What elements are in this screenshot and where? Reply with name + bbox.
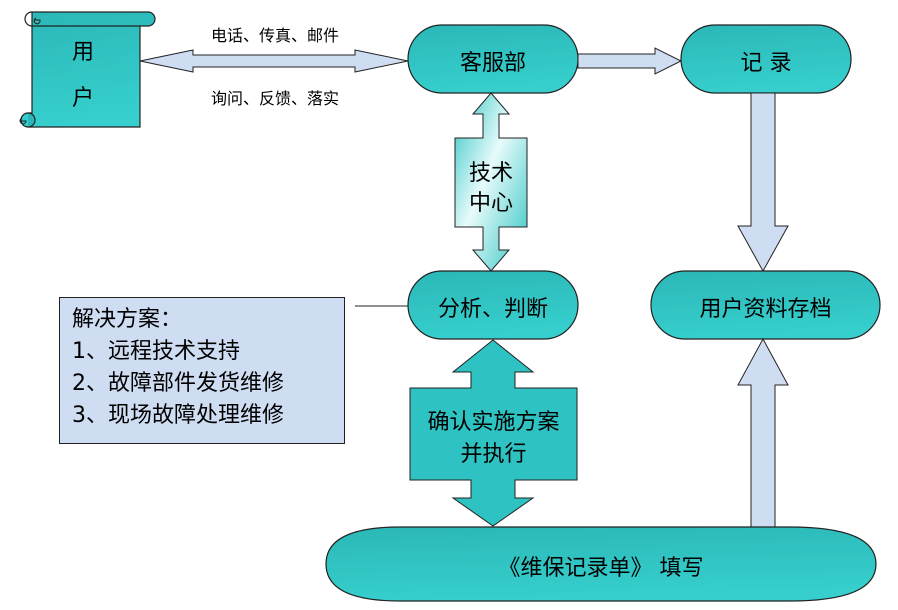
user-cs-top-label: 电话、传真、邮件 bbox=[210, 26, 339, 45]
analysis-node-shape bbox=[407, 270, 579, 340]
user-node-char-1: 用 bbox=[71, 40, 94, 65]
user-cs-double-arrow bbox=[139, 49, 409, 73]
execute-line-1: 确认实施方案 bbox=[427, 410, 560, 435]
record-node: 记 录 bbox=[740, 51, 792, 76]
solution-box: 解决方案： 1、远程技术支持 2、故障部件发货维修 3、现场故障处理维修 bbox=[59, 297, 345, 444]
tech-center-line-2: 中心 bbox=[468, 191, 513, 216]
solution-item: 1、远程技术支持 bbox=[72, 339, 240, 364]
cs-to-record-arrow bbox=[577, 47, 683, 75]
solution-item: 2、故障部件发货维修 bbox=[72, 371, 284, 396]
form-node: 《维保记录单》 填写 bbox=[498, 556, 704, 581]
form-to-archive-arrow bbox=[737, 337, 789, 528]
form-node-shape bbox=[325, 526, 877, 602]
archive-node-shape bbox=[650, 270, 881, 340]
execute-double-arrow bbox=[409, 339, 578, 527]
tech-center-line-1: 技术 bbox=[468, 161, 513, 186]
user-scroll-node bbox=[19, 11, 156, 128]
analysis-node: 分析、判断 bbox=[437, 297, 548, 322]
execute-line-2: 并执行 bbox=[460, 442, 527, 467]
solution-item: 3、现场故障处理维修 bbox=[72, 403, 284, 428]
record-to-archive-arrow bbox=[737, 92, 789, 273]
user-cs-bottom-label: 询问、反馈、落实 bbox=[210, 89, 339, 108]
solution-title: 解决方案： bbox=[72, 307, 183, 332]
user-node-char-2: 户 bbox=[71, 86, 94, 111]
customer-service-node: 客服部 bbox=[459, 51, 526, 76]
archive-node: 用户资料存档 bbox=[699, 297, 832, 322]
